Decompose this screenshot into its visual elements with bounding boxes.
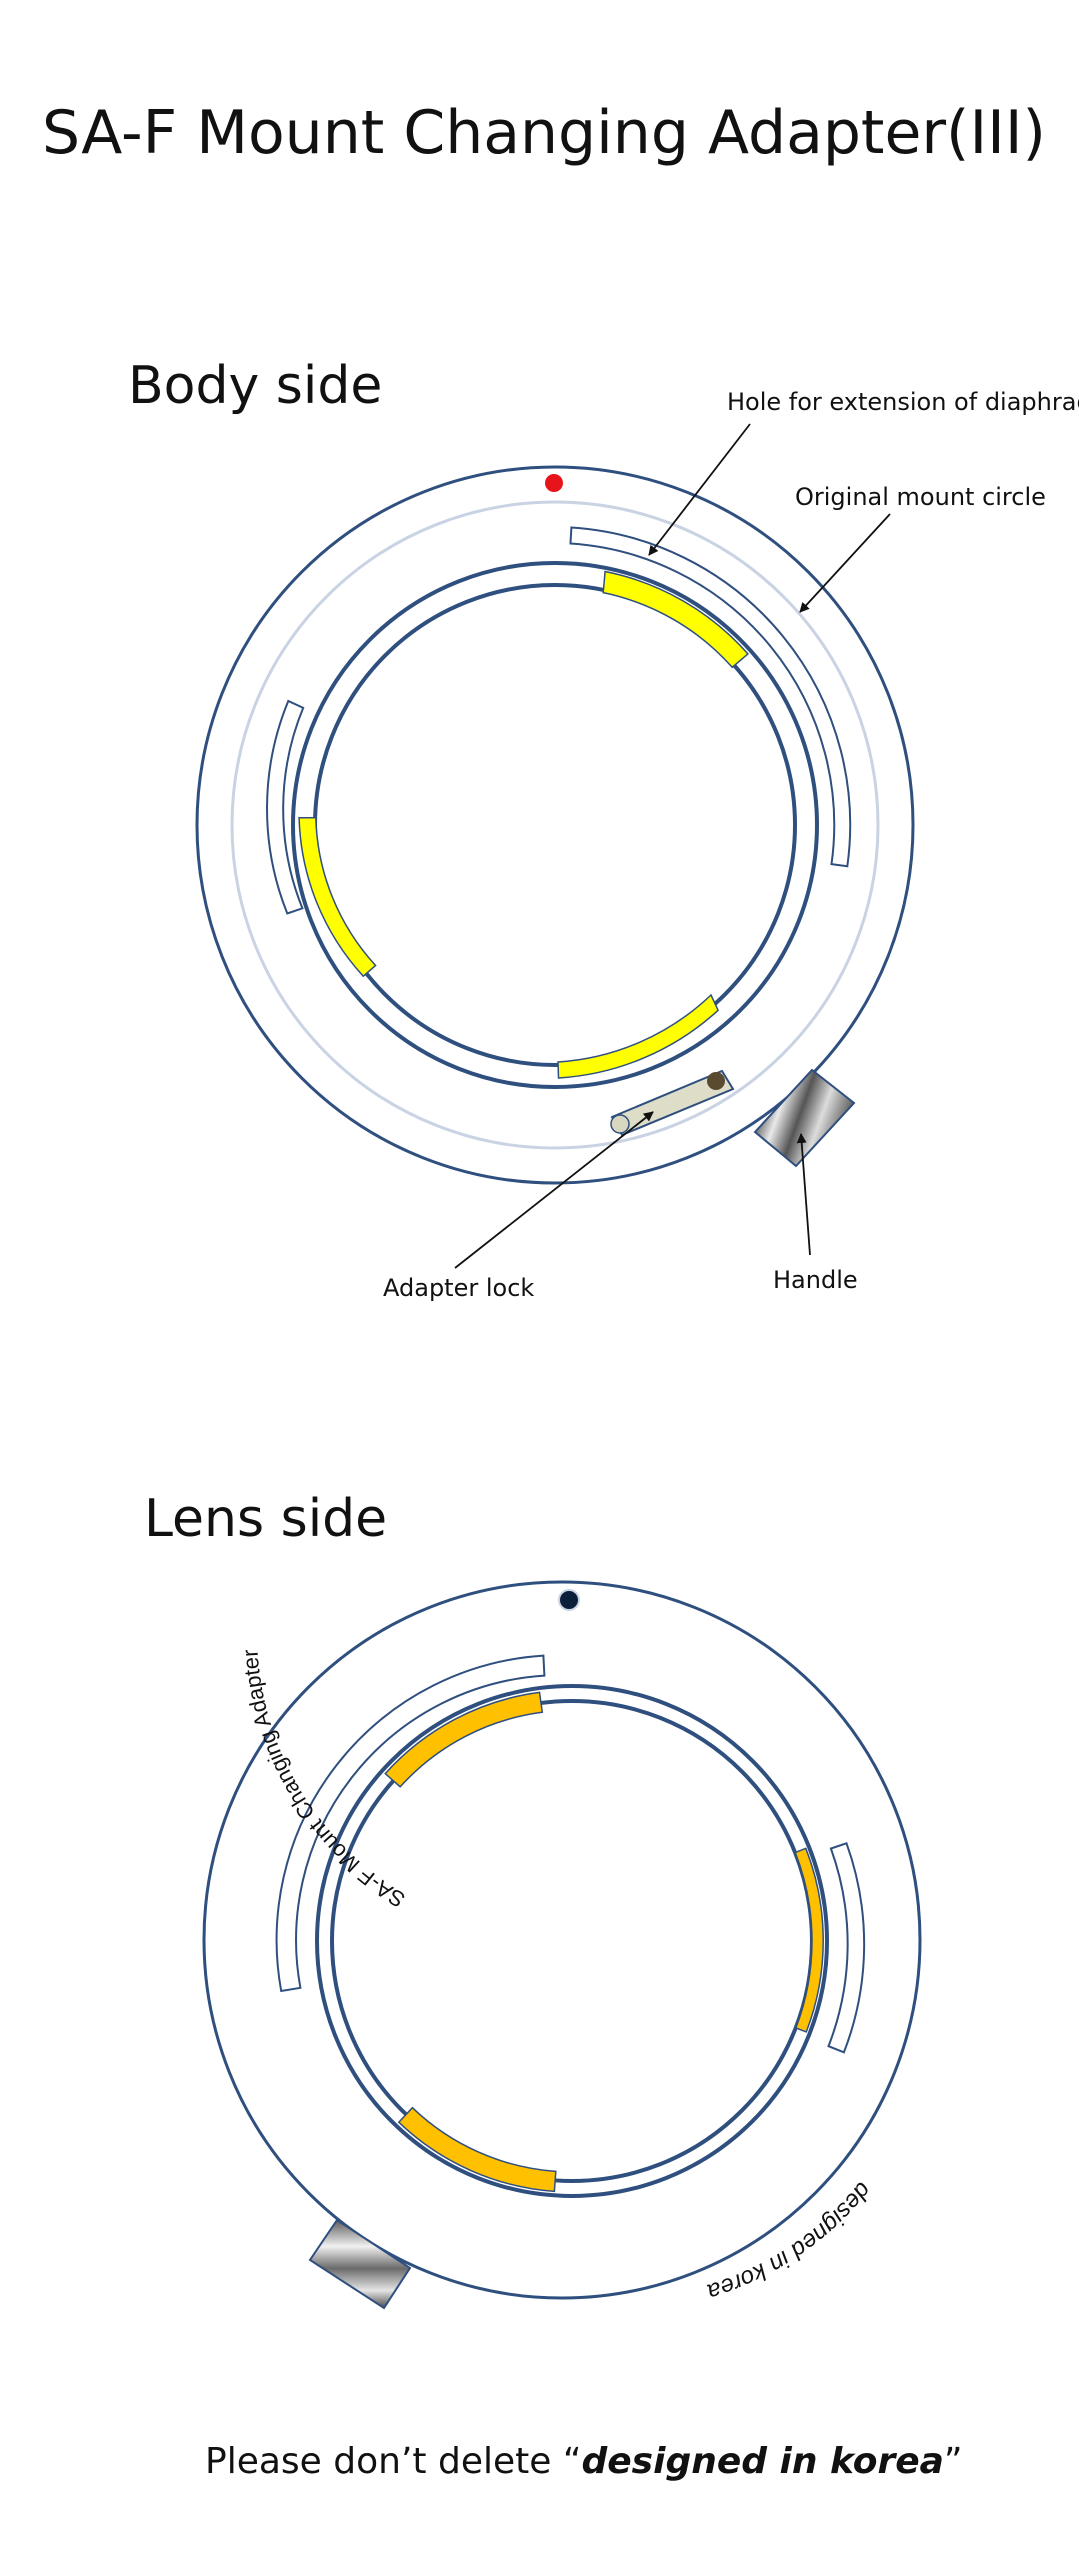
footer-note: Please don’t delete “designed in korea” (205, 2441, 963, 2482)
body-handle[interactable] (753, 1068, 856, 1168)
adapter-lock[interactable] (610, 1069, 735, 1137)
original-mount-callout-label: Original mount circle (795, 483, 1046, 511)
body-bayonet-flange-top (602, 570, 749, 669)
lens-right-hole-slot (827, 1842, 866, 2054)
page-title: SA-F Mount Changing Adapter(III) (42, 98, 1046, 168)
lens-bayonet-flange-right (794, 1847, 824, 2033)
hole-callout-label: Hole for extension of diaphragm (727, 388, 1079, 416)
body-side-mount (195, 465, 915, 1185)
handle-callout-label: Handle (773, 1266, 858, 1294)
footer-suffix: ” (944, 2441, 963, 2482)
body-mount-index-dot (545, 474, 563, 492)
body-callouts: Hole for extension of diaphragm Original… (383, 388, 1079, 1302)
body-bayonet-flange-bottom (557, 993, 720, 1079)
lens-bayonet-flange-bottom (397, 2106, 557, 2193)
lens-bayonet-flange-top (384, 1691, 544, 1788)
original-mount-circle (230, 500, 880, 1150)
adapter-lock-pin (610, 1114, 630, 1134)
lens-handle[interactable] (308, 2218, 412, 2310)
adapter-lock-knob (707, 1072, 725, 1090)
lens-left-hole-slot (275, 1654, 546, 1993)
lens-mount-index-dot (558, 1589, 580, 1611)
diaphragm-hole-slot (569, 526, 852, 868)
adapter-lock-callout-label: Adapter lock (383, 1274, 534, 1302)
lens-side-heading: Lens side (144, 1489, 387, 1549)
lens-side-mount: SA-F Mount Changing Adapter designed in … (202, 1580, 922, 2310)
left-hole-slot (266, 699, 305, 915)
footer-emphasis: designed in korea (581, 2441, 943, 2482)
body-side-heading: Body side (128, 356, 382, 416)
body-bayonet-flange-left (298, 816, 377, 978)
footer-prefix: Please don’t delete “ (205, 2441, 581, 2482)
